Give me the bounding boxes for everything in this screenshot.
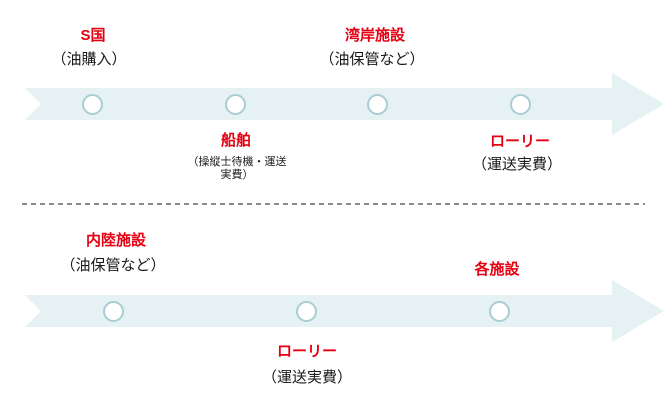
flow-node-circle bbox=[225, 94, 246, 115]
flow-node-circle bbox=[82, 94, 103, 115]
bottom-flow-arrow bbox=[25, 280, 664, 342]
bottom-station2-name: 各施設 bbox=[474, 261, 520, 278]
flow-node-circle bbox=[367, 94, 388, 115]
bottom-station1-detail: （油保管など） bbox=[60, 257, 166, 274]
top-station2-name: 湾岸施設 bbox=[344, 27, 406, 44]
top-station1-detail: （油購入） bbox=[51, 51, 127, 68]
top-carrier2-name: ローリー bbox=[489, 133, 551, 150]
top-carrier1-name: 船舶 bbox=[220, 132, 252, 149]
bottom-carrier1-name: ローリー bbox=[276, 343, 338, 360]
bottom-carrier1-detail: （運送実費） bbox=[261, 369, 353, 386]
flow-node-circle bbox=[296, 301, 317, 322]
bottom-station1-name: 内陸施設 bbox=[85, 232, 147, 249]
top-flow-arrow bbox=[25, 73, 664, 135]
section-divider bbox=[22, 203, 645, 205]
top-carrier1-detail-line2: 実費） bbox=[220, 169, 254, 181]
flow-node-circle bbox=[510, 94, 531, 115]
top-station2-detail: （油保管など） bbox=[319, 51, 425, 68]
top-carrier2-detail: （運送実費） bbox=[471, 156, 563, 173]
top-carrier1-detail: （操縦士待機・運送 実費） bbox=[188, 156, 287, 182]
flow-node-circle bbox=[103, 301, 124, 322]
top-station1-name: S国 bbox=[80, 27, 106, 44]
top-carrier1-detail-line1: （操縦士待機・運送 bbox=[187, 156, 287, 168]
flow-node-circle bbox=[489, 301, 510, 322]
